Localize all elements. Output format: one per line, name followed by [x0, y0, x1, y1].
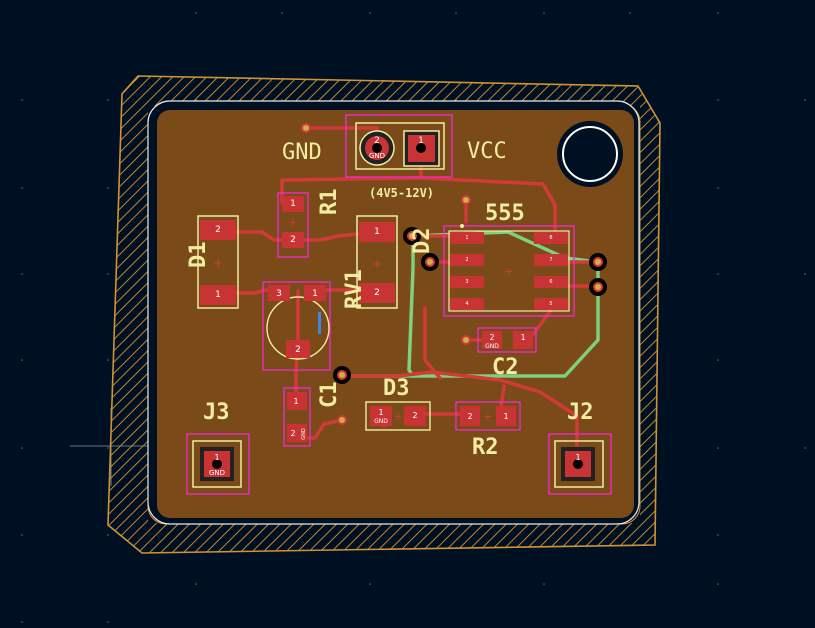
d3-label: D3: [383, 376, 410, 401]
resistor-r1[interactable]: 1 2 +: [277, 192, 309, 258]
connector-j2[interactable]: 1: [548, 433, 612, 495]
ic-pin-7-number: 7: [549, 257, 552, 263]
diode-d3[interactable]: 1 GND 2 +: [365, 401, 431, 431]
svg-text:+: +: [213, 256, 223, 270]
c1-gnd-net: GND: [301, 428, 307, 440]
diode-d2[interactable]: 1 2 +: [356, 215, 398, 309]
ic-pin-5-number: 5: [549, 301, 552, 307]
connector-j3[interactable]: 1 GND: [186, 433, 250, 495]
capacitor-c1[interactable]: 1 2 GND: [283, 387, 311, 447]
mounting-hole: [557, 121, 623, 187]
rv1-pad-1-number: 1: [312, 289, 318, 299]
j2-pad-1-number: 1: [575, 453, 580, 462]
r2-pad-1-number: 1: [503, 412, 508, 421]
j1-pad-1-number: 1: [418, 136, 424, 146]
rv1-pad-3-number: 3: [276, 289, 282, 299]
voltage-range-label: (4V5-12V): [369, 186, 434, 200]
c2-pad-1-number: 1: [520, 333, 525, 342]
r2-label: R2: [472, 435, 499, 460]
j1-pad-2-number: 2: [374, 136, 380, 146]
ic-555[interactable]: 1 2 3 4 8 7 6 5 +: [443, 224, 575, 317]
vias: [301, 123, 607, 425]
r1-pad-1-number: 1: [290, 199, 296, 209]
j3-gnd-net: GND: [209, 469, 225, 477]
resistor-r2[interactable]: 2 1 +: [455, 401, 521, 431]
j1-pad-gnd-net: GND: [369, 152, 385, 160]
d1-pad-2-number: 2: [215, 225, 221, 235]
diode-d1[interactable]: 2 1 +: [197, 215, 239, 309]
power-connector-j1[interactable]: 2 GND 1: [345, 114, 453, 178]
capacitor-c2[interactable]: 2 GND 1: [477, 327, 537, 353]
ic-pin-4-number: 4: [465, 301, 468, 307]
c1-label: C1: [317, 382, 342, 409]
svg-text:+: +: [504, 265, 513, 278]
ic-pin-6-number: 6: [549, 279, 552, 285]
r2-pad-2-number: 2: [467, 412, 472, 421]
d1-pad-1-number: 1: [215, 290, 221, 300]
ic-pin-2-number: 2: [465, 257, 468, 263]
svg-text:+: +: [372, 257, 382, 271]
svg-text:+: +: [483, 410, 492, 423]
c2-label: C2: [492, 355, 519, 380]
ic-pin-1-number: 1: [465, 235, 468, 241]
ic-pin-3-number: 3: [465, 279, 468, 285]
c1-pad-1-number: 1: [293, 397, 298, 406]
d3-gnd-net: GND: [374, 418, 388, 425]
j2-label: J2: [567, 400, 594, 425]
d1-label: D1: [186, 242, 211, 269]
r1-label: R1: [317, 189, 342, 216]
d3-pad-2-number: 2: [412, 411, 417, 420]
c2-gnd-net: GND: [485, 343, 499, 350]
ic-555-label: 555: [485, 201, 525, 226]
c2-pad-2-number: 2: [489, 333, 494, 342]
ic-pin-8-number: 8: [549, 235, 552, 241]
svg-text:+: +: [393, 410, 402, 423]
c1-pad-2-number: 2: [290, 429, 295, 438]
vcc-label: VCC: [467, 139, 507, 164]
rv1-label: RV1: [342, 269, 367, 309]
j3-pad-1-number: 1: [214, 453, 219, 462]
gnd-label: GND: [282, 140, 322, 165]
d2-pad-2-number: 2: [374, 288, 380, 298]
potentiometer-rv1[interactable]: 3 1 2 +: [262, 281, 331, 371]
silkscreen-labels: GND VCC (4V5-12V) 555 D1 R1 D2 RV1 C1 D3…: [186, 139, 594, 460]
svg-text:+: +: [293, 321, 303, 335]
d2-pad-1-number: 1: [374, 227, 380, 237]
svg-text:+: +: [288, 216, 297, 229]
rv1-pad-2-number: 2: [295, 345, 301, 355]
d2-label: D2: [410, 228, 435, 255]
d3-pad-1-number: 1: [378, 408, 383, 417]
j3-label: J3: [203, 400, 230, 425]
r1-pad-2-number: 2: [290, 235, 296, 245]
